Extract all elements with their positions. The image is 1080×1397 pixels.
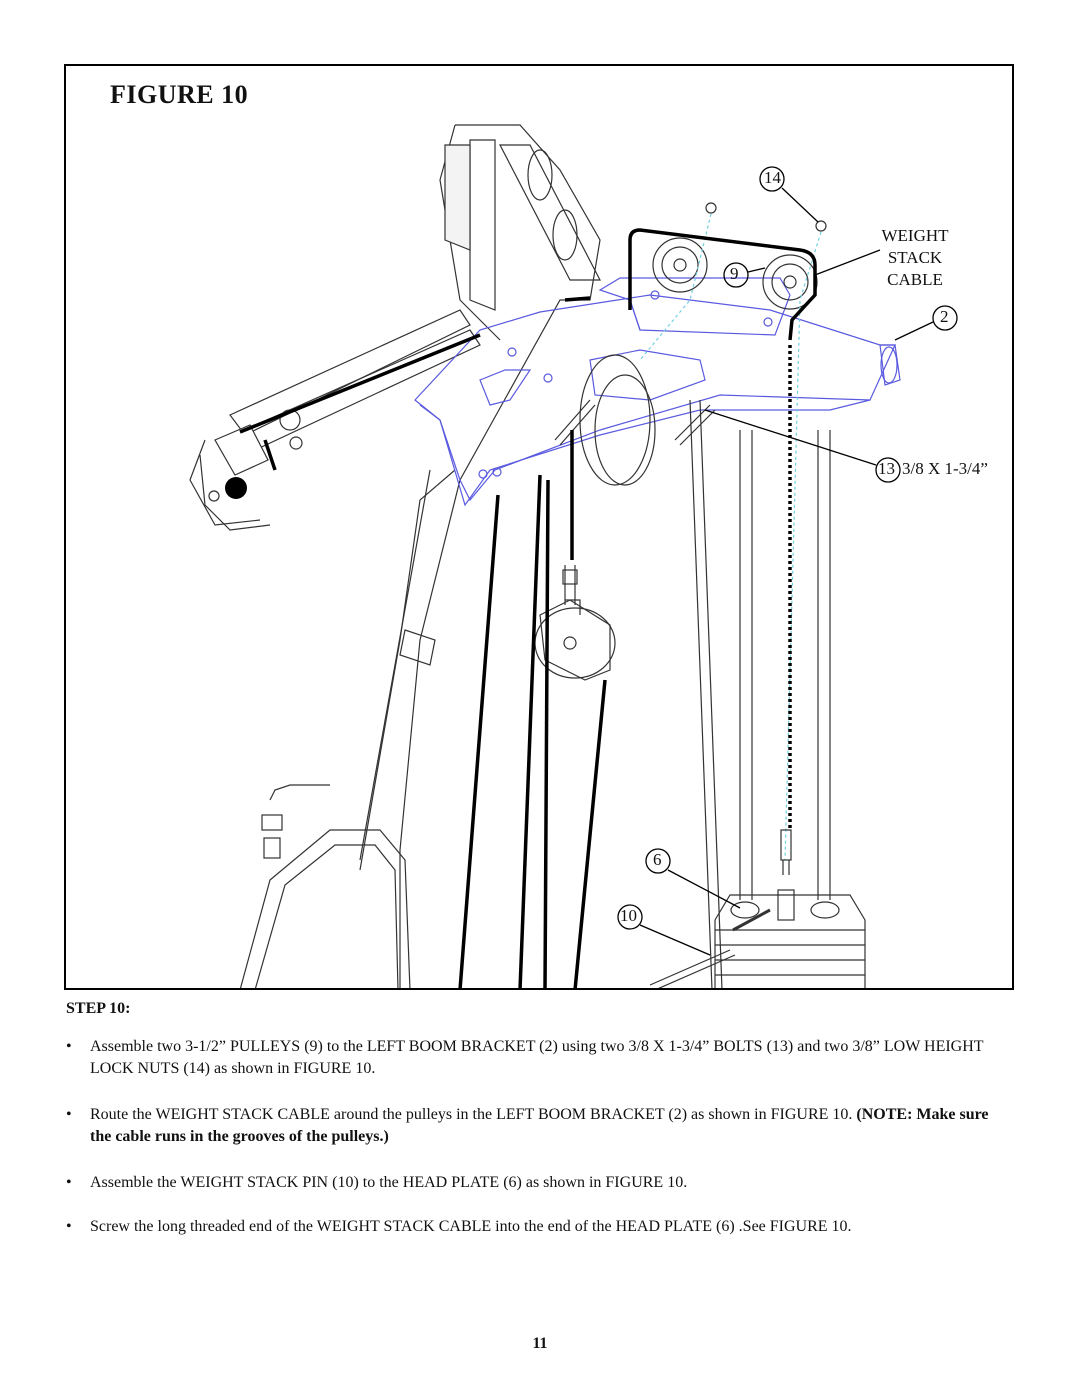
instruction-text: Route the WEIGHT STACK CABLE around the …	[90, 1106, 857, 1123]
weight-stack	[649, 889, 866, 988]
figure-title: FIGURE 10	[110, 80, 249, 109]
bullet-marker: •	[66, 1106, 72, 1123]
callout-6: 6	[653, 850, 662, 869]
guide-rods	[689, 399, 831, 988]
callout-weight-stack-cable: WEIGHT STACK CABLE	[870, 225, 960, 291]
bullet-marker: •	[66, 1174, 72, 1191]
callout-13-size: 3/8 X 1-3/4”	[902, 459, 988, 478]
instruction-note: (NOTE: Make sure the cable runs in the g…	[90, 1106, 989, 1145]
callout-14: 14	[764, 168, 781, 187]
callout-9: 9	[730, 264, 739, 283]
instruction-bullet-3: • Assemble the WEIGHT STACK PIN (10) to …	[66, 1172, 1006, 1194]
page-number: 11	[532, 1335, 548, 1352]
callout-weight-line: WEIGHT	[881, 226, 949, 245]
instruction-text: Assemble the WEIGHT STACK PIN (10) to th…	[90, 1174, 688, 1191]
cable-connector	[780, 829, 792, 875]
callout-stack-line: STACK	[887, 248, 943, 267]
cable-routing	[239, 228, 817, 988]
lower-pulley	[579, 354, 656, 486]
alignment-lines	[639, 213, 822, 861]
callout-leaders	[617, 166, 958, 956]
main-tower	[359, 124, 601, 988]
figure-frame	[64, 64, 1014, 990]
instruction-text-wrapper: Route the WEIGHT STACK CABLE around the …	[66, 1104, 1006, 1148]
bullet-marker: •	[66, 1038, 72, 1055]
callout-cable-line: CABLE	[887, 270, 943, 289]
instruction-text: Screw the long threaded end of the WEIGH…	[90, 1218, 852, 1235]
left-arm	[189, 309, 481, 531]
instruction-bullet-1: • Assemble two 3-1/2” PULLEYS (9) to the…	[66, 1036, 1006, 1080]
bullet-marker: •	[66, 1218, 72, 1235]
instruction-bullet-4: • Screw the long threaded end of the WEI…	[66, 1216, 1006, 1238]
instruction-bullet-2: • Route the WEIGHT STACK CABLE around th…	[66, 1104, 1006, 1148]
bolts	[554, 399, 716, 605]
seat-pad	[239, 784, 411, 988]
pulley-pair	[652, 202, 827, 310]
callout-13: 13	[878, 459, 895, 478]
step-heading: STEP 10:	[66, 1000, 131, 1017]
callout-10: 10	[620, 906, 637, 925]
top-pulleys	[499, 144, 601, 281]
handle-knob	[225, 477, 247, 499]
callout-2: 2	[940, 307, 949, 326]
instruction-text: Assemble two 3-1/2” PULLEYS (9) to the L…	[90, 1038, 984, 1077]
left-boom-bracket	[414, 277, 901, 507]
